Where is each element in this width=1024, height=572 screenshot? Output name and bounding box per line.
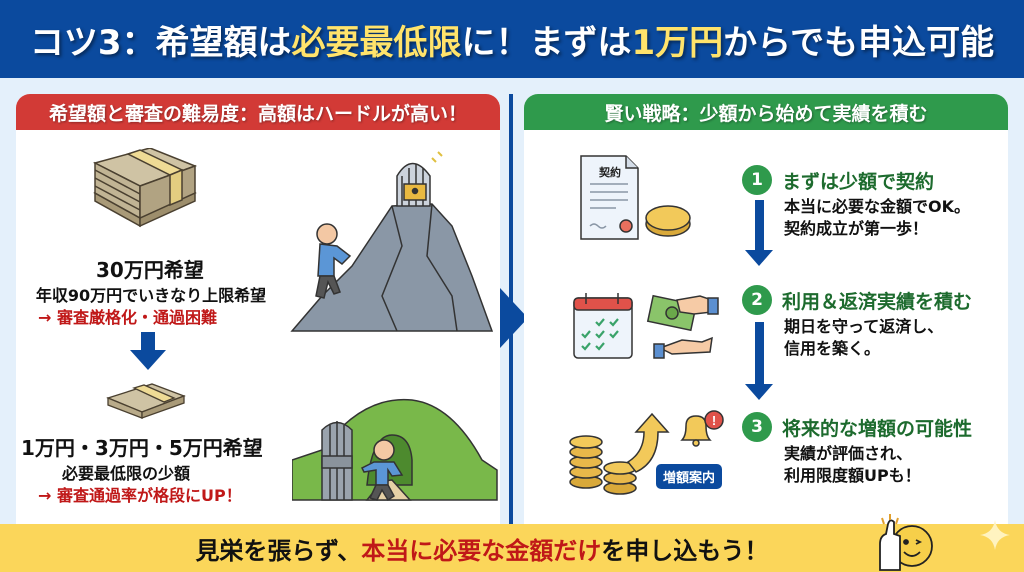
down-arrow-icon <box>130 350 166 370</box>
footer-message: 見栄を張らず、本当に必要な金額だけを申し込もう！ <box>195 531 768 566</box>
step-title: 利用＆返済実績を積む <box>782 291 973 313</box>
step-arrow-shaft <box>755 322 764 386</box>
increase-notice-badge: 増額案内 <box>656 464 723 489</box>
title-text: コツ3：希望額は <box>29 22 292 63</box>
low-amount-detail: 必要最低限の少額 <box>62 464 191 483</box>
calendar-repayment-icon <box>573 293 719 359</box>
title-highlight: 1万円 <box>631 22 724 63</box>
coin-growth-icon <box>569 412 670 495</box>
step-desc-line: 実績が評価され、 <box>784 444 913 463</box>
step-down-arrow-icon <box>745 250 773 266</box>
header-banner: コツ3：希望額は必要最低限に！まずは1万円からでも申込可能 <box>0 0 1024 78</box>
svg-text:!: ! <box>712 413 716 428</box>
title-highlight: 必要最低限 <box>291 22 462 63</box>
footer-highlight: 本当に必要な金額だけ <box>361 536 602 565</box>
step-desc-line: 本当に必要な金額でOK。 <box>784 197 971 216</box>
contract-document-icon <box>580 155 691 240</box>
step-number-badge: 1 <box>742 165 772 195</box>
high-amount-detail: 年収90万円でいきなり上限希望 <box>35 286 267 305</box>
left-panel-heading: 希望額と審査の難易度：高額はハードルが高い！ <box>16 94 500 130</box>
notification-bell-icon: ! <box>680 410 724 447</box>
step-number-badge: 2 <box>742 285 772 315</box>
page-title: コツ3：希望額は必要最低限に！まずは1万円からでも申込可能 <box>30 15 994 64</box>
right-arrow-icon <box>500 288 528 348</box>
sparkle-icon <box>980 520 1010 550</box>
contract-label: 契約 <box>599 166 621 179</box>
cash-stack-small-icon <box>106 383 186 419</box>
step-title: 将来的な増額の可能性 <box>782 418 973 440</box>
footer-text: を申し込もう！ <box>601 536 769 565</box>
step-desc-line: 信用を築く。 <box>784 339 881 358</box>
step-number-badge: 3 <box>742 412 772 442</box>
step-arrow-shaft <box>755 200 764 250</box>
step-desc-line: 契約成立が第一歩！ <box>784 219 929 238</box>
mountain-locked-gate-illustration <box>290 151 494 332</box>
low-amount-result: → 審査通過率が格段にUP！ <box>38 486 242 505</box>
footer-banner: 見栄を張らず、本当に必要な金額だけを申し込もう！ <box>0 524 1024 572</box>
step-desc-line: 利用限度額UPも！ <box>784 466 921 485</box>
step-desc-line: 期日を守って返済し、 <box>784 317 944 336</box>
step-down-arrow-icon <box>745 384 773 400</box>
footer-text: 見栄を張らず、 <box>195 536 362 565</box>
title-text: からでも申込可能 <box>723 22 995 63</box>
right-panel: 賢い戦略：少額から始めて実績を積む 契約 <box>524 94 1008 524</box>
left-panel: 希望額と審査の難易度：高額はハードルが高い！ 30万円希望 年収90万円でいきな… <box>16 94 500 524</box>
hill-open-gate-illustration <box>292 398 498 502</box>
down-arrow-shaft <box>141 332 155 352</box>
cash-stack-large-icon <box>92 148 198 228</box>
thumbs-up-smiley-icon <box>879 514 933 571</box>
low-amount-label: 1万円・3万円・5万円希望 <box>21 436 263 460</box>
high-amount-result: → 審査厳格化・通過困難 <box>38 308 217 327</box>
title-text: に！まずは <box>461 22 632 63</box>
right-panel-heading: 賢い戦略：少額から始めて実績を積む <box>524 94 1008 130</box>
high-amount-label: 30万円希望 <box>96 258 204 282</box>
step-title: まずは少額で契約 <box>782 171 935 193</box>
